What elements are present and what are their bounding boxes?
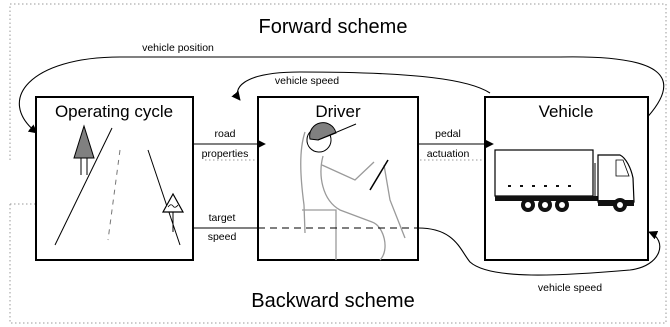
road-illustration xyxy=(54,127,181,246)
driver-figure-icon xyxy=(300,122,406,261)
backward-scheme-title: Backward scheme xyxy=(251,290,414,312)
driver-title: Driver xyxy=(315,102,361,121)
operating-cycle-title: Operating cycle xyxy=(55,102,173,121)
tree-sign-icon xyxy=(73,124,95,175)
vehicle-position-arrow xyxy=(18,56,665,134)
properties-label: properties xyxy=(202,148,249,160)
road-label: road xyxy=(214,128,235,140)
pedal-label: pedal xyxy=(435,128,461,140)
scheme-divider xyxy=(10,159,485,205)
vehicle-title: Vehicle xyxy=(539,102,594,121)
forward-scheme-title: Forward scheme xyxy=(259,16,408,38)
operating-cycle-block xyxy=(35,96,194,261)
target-label: target xyxy=(209,212,236,224)
actuation-label: actuation xyxy=(427,148,470,160)
driver-block xyxy=(257,96,419,261)
backward-scheme-region xyxy=(9,160,667,324)
speed-label: speed xyxy=(208,231,237,243)
forward-scheme-region xyxy=(9,3,667,160)
vehicle-speed-bottom-label: vehicle speed xyxy=(538,282,602,294)
vehicle-position-label: vehicle position xyxy=(142,42,214,54)
slippery-road-sign-icon xyxy=(161,192,185,232)
truck-wheels xyxy=(521,198,627,212)
vehicle-speed-feedback-arrow xyxy=(231,71,491,101)
truck-icon xyxy=(494,149,635,212)
vehicle-speed-top-label: vehicle speed xyxy=(275,75,339,87)
vehicle-speed-backward-arrow xyxy=(417,227,661,276)
